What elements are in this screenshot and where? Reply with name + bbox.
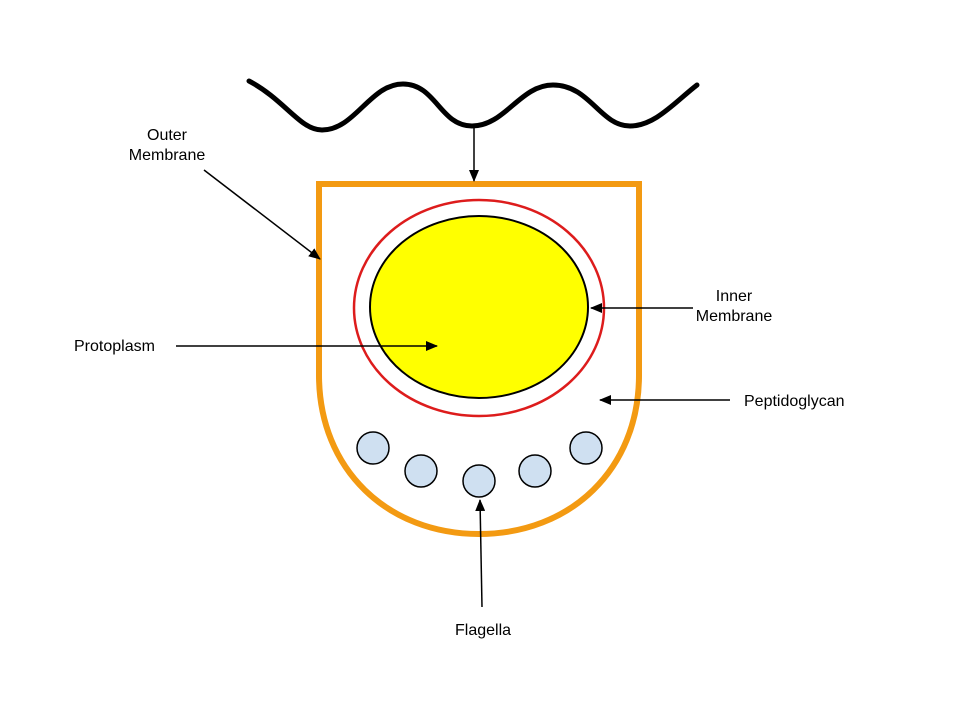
flagella-arrow [475, 499, 486, 608]
flagella-label: Flagella [454, 622, 512, 639]
outer-membrane-arrow [203, 169, 321, 260]
flagellum [518, 454, 552, 488]
inner-membrane-label: Inner Membrane [696, 287, 772, 327]
flagellum [569, 431, 603, 465]
inner-membrane-label-line1: Inner [715, 288, 753, 305]
outer-membrane-label-line2: Membrane [128, 147, 206, 164]
outer-membrane-shape [316, 181, 642, 538]
flagellum [462, 464, 496, 498]
flagellum [356, 431, 390, 465]
protoplasm-shape [369, 215, 589, 399]
inner-membrane-label-line2: Membrane [695, 308, 773, 325]
outer-membrane-label: Outer Membrane [129, 126, 205, 166]
peptidoglycan-label: Peptidoglycan [744, 393, 845, 410]
outer-membrane-label-line1: Outer [146, 127, 188, 144]
wavy-line [246, 78, 700, 133]
protoplasm-label: Protoplasm [74, 338, 155, 355]
flagella-group [356, 431, 603, 498]
flagellum [404, 454, 438, 488]
